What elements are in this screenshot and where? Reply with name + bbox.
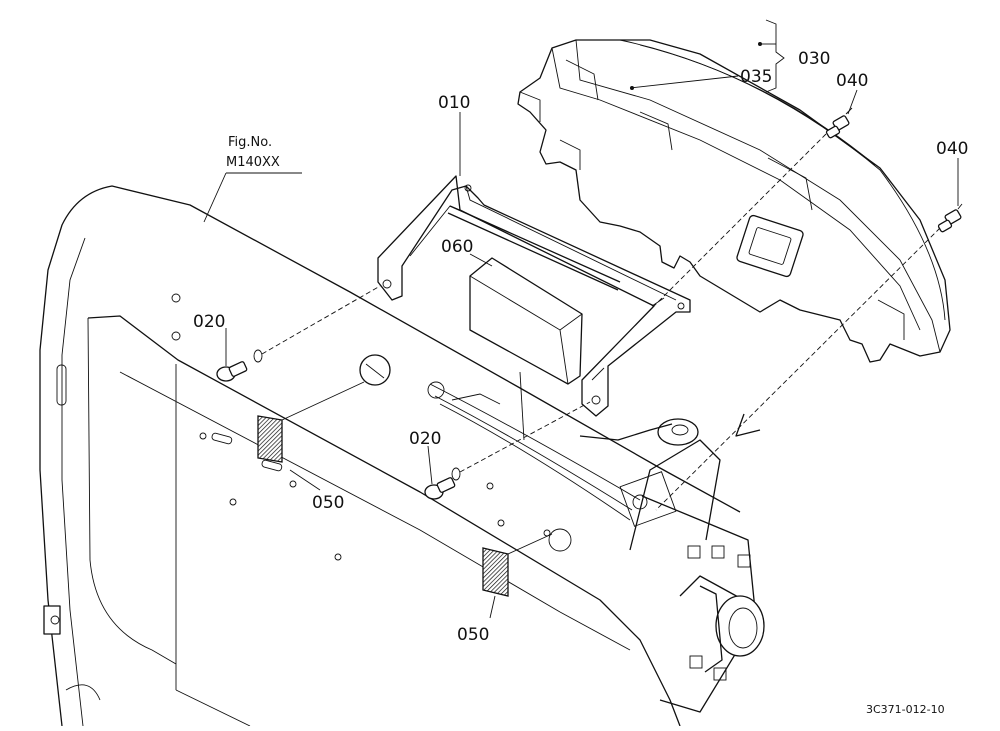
callout-labels: Fig.No. M140XX 010 020 020 030 035 040 0… [193,49,968,716]
block-060 [469,257,583,385]
bracket-010 [377,175,691,417]
dash-panel [39,185,751,727]
drawing-code: 3C371-012-10 [866,703,945,716]
callout-060: 060 [441,237,473,257]
screw-020-a [216,349,263,382]
callout-040-upper: 040 [836,71,868,91]
callout-020-lower: 020 [409,429,441,449]
callout-030: 030 [798,49,830,69]
fig-no-label: Fig.No. [228,135,272,150]
screw-040-b [937,203,963,233]
callout-010: 010 [438,93,470,113]
assembly-lines [261,133,941,511]
tape-050-b [482,547,509,597]
callout-040-right: 040 [936,139,968,159]
meter-cluster [517,39,951,363]
screw-040-a [825,107,853,139]
steering-column [427,381,765,713]
tape-050-a [257,415,283,463]
callout-035: 035 [740,67,772,87]
leader-lines [203,19,959,619]
callout-050-lower: 050 [457,625,489,645]
callout-020-upper: 020 [193,312,225,332]
fig-no-value: M140XX [226,155,280,170]
screw-020-b [424,467,461,500]
callout-050-upper: 050 [312,493,344,513]
